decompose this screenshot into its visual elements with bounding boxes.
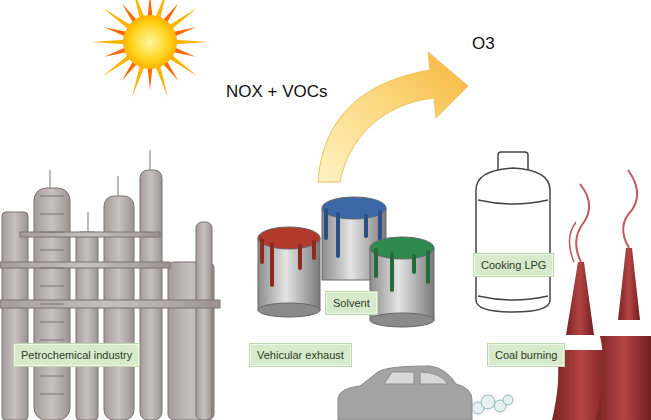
sun-ray [176, 40, 208, 45]
ladder-rung [40, 340, 64, 341]
sun-ray [156, 0, 168, 18]
ladder-rung [40, 196, 64, 197]
sun [92, 0, 208, 97]
sun-ray [148, 68, 153, 90]
sun-ray [174, 27, 196, 36]
source-label: Petrochemical industry [21, 348, 132, 362]
sun-ray [104, 48, 126, 57]
source-label-box: Cooking LPG [474, 254, 553, 276]
sun-ray [174, 48, 196, 57]
source-label: Vehicular exhaust [257, 348, 344, 362]
sun-ray [156, 66, 168, 97]
sun-ray [122, 3, 137, 22]
car [338, 366, 472, 420]
ladder-rung [40, 232, 64, 233]
sun-ray [132, 0, 144, 18]
refinery [0, 150, 220, 420]
paint-can-red [258, 227, 320, 317]
source-label-box: Solvent [326, 292, 377, 314]
sun-ray [92, 40, 124, 45]
source-label-box: Petrochemical industry [14, 344, 139, 366]
sun-ray [148, 0, 153, 16]
exhaust-smoke [472, 395, 513, 414]
ladder-rung [40, 376, 64, 377]
ladder-rung [40, 268, 64, 269]
product-label: O3 [472, 34, 495, 54]
source-label: Cooking LPG [481, 258, 546, 272]
lpg-cylinder [476, 152, 550, 312]
sun-ray [103, 55, 130, 76]
sun-ray [104, 27, 126, 36]
paint-can-green [370, 237, 434, 327]
sun-ray [163, 62, 178, 81]
sun-ray [163, 3, 178, 22]
reactants-label: NOX + VOCs [226, 82, 328, 102]
sun-ray [122, 62, 137, 81]
sun-ray [170, 8, 197, 29]
source-label: Solvent [333, 296, 370, 310]
sun-ray [132, 66, 144, 97]
ladder-rung [40, 394, 64, 395]
ladder-rung [40, 322, 64, 323]
source-label: Coal burning [495, 348, 557, 362]
reaction-arrow [318, 52, 468, 182]
source-label-box: Coal burning [488, 344, 564, 366]
source-label-box: Vehicular exhaust [250, 344, 351, 366]
ladder-rung [40, 250, 64, 251]
ladder-rung [40, 304, 64, 305]
ladder-rung [40, 286, 64, 287]
ladder-rung [40, 214, 64, 215]
power-plant [552, 170, 651, 420]
